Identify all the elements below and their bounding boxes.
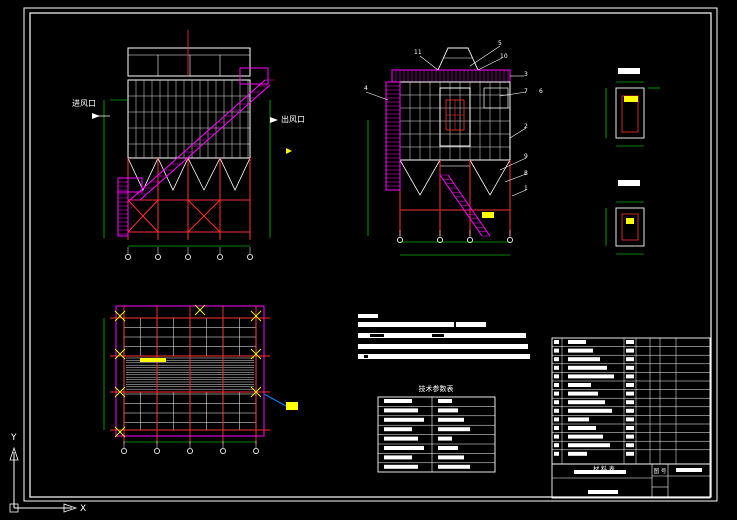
part-number-label: 4 — [364, 85, 368, 92]
notes-block — [358, 314, 530, 359]
sheet-no-label: 图 号 — [654, 467, 667, 475]
ucs-x-label: X — [80, 504, 86, 514]
inner-frame — [29, 12, 712, 498]
part-number-label: 5 — [498, 40, 502, 47]
ucs-icon: Y X — [9, 433, 86, 514]
plan-view — [103, 304, 298, 454]
part-number-label: 6 — [539, 88, 543, 95]
part-number-label: 7 — [524, 88, 528, 95]
part-number-label: 2 — [524, 123, 528, 130]
ucs-y-label: Y — [10, 433, 17, 443]
part-number-label: 3 — [524, 71, 528, 78]
title-block: 图 号 — [551, 463, 711, 499]
front-elevation-view: 进风口 出风口 — [72, 30, 305, 260]
detail-view-b — [605, 180, 645, 255]
side-elevation-view: 11 5 10 3 4 7 6 2 9 8 1 — [364, 40, 543, 256]
outlet-label: 出风口 — [281, 114, 305, 124]
tech-table-title: 技术参数表 — [419, 384, 454, 393]
part-number-label: 11 — [414, 49, 422, 56]
inlet-label: 进风口 — [72, 99, 96, 108]
materials-header: 材 料 表 — [593, 465, 615, 473]
part-number-label: 1 — [524, 185, 528, 192]
part-number-label: 8 — [524, 170, 528, 177]
part-number-label: 9 — [524, 153, 528, 160]
detail-view-a — [605, 68, 660, 147]
front-top-box — [127, 47, 251, 77]
part-number-label: 10 — [500, 53, 508, 60]
technical-parameters-table: 技术参数表 — [377, 384, 496, 473]
outer-frame — [23, 7, 718, 502]
